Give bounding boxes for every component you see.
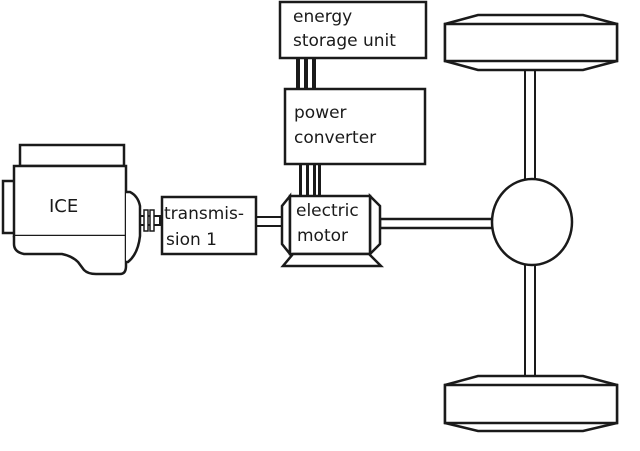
converter-motor-link	[299, 164, 321, 196]
power-converter-label-line1: power	[294, 103, 347, 123]
transmission-label-line2: sion 1	[166, 230, 217, 250]
electric-motor-label-line1: electric	[296, 201, 359, 221]
motor-differential-shaft	[378, 217, 496, 230]
storage-converter-link	[296, 58, 316, 90]
power-converter-box	[283, 87, 427, 166]
ice-engine	[1, 143, 142, 276]
ice-bell-housing	[126, 190, 142, 264]
electric-motor-label-line2: motor	[297, 226, 348, 246]
ice-label: ICE	[49, 196, 78, 217]
energy-storage-label-line2: storage unit	[293, 31, 396, 51]
ice-transmission-shaft	[139, 209, 161, 232]
energy-storage-label-line1: energy	[293, 7, 352, 27]
transmission-label-line1: transmis-	[164, 204, 244, 224]
motor-right-cap	[368, 192, 382, 258]
top-wheel	[443, 13, 619, 72]
ice-sump	[12, 236, 128, 276]
transmission-box	[160, 195, 258, 256]
bottom-wheel	[443, 374, 619, 433]
transmission-motor-shaft	[255, 216, 283, 227]
motor-body	[288, 194, 372, 256]
top-axle	[524, 63, 536, 195]
ice-top-cover	[18, 143, 126, 168]
bottom-axle	[524, 262, 536, 384]
differential	[490, 177, 574, 267]
power-converter-label-line2: converter	[294, 128, 376, 148]
motor-base	[280, 252, 385, 268]
electric-motor	[280, 192, 385, 268]
energy-storage-box	[278, 0, 428, 60]
